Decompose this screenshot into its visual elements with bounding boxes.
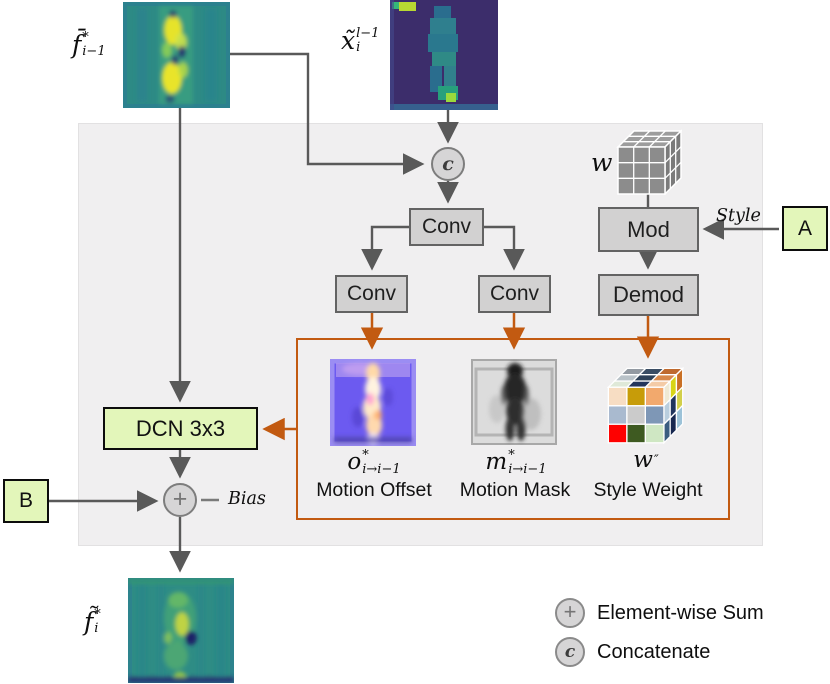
conv-right-box: Conv bbox=[478, 275, 551, 313]
legend-concat-symbol: c bbox=[564, 641, 576, 662]
motion-offset-map bbox=[329, 358, 417, 447]
feature-map-f-out bbox=[128, 578, 234, 683]
math-sub: i bbox=[94, 620, 99, 636]
math-sub: i bbox=[356, 39, 361, 55]
weight-cube-w bbox=[616, 129, 683, 196]
sum-node: + bbox=[163, 483, 197, 517]
caption-style-weight: Style Weight bbox=[593, 479, 703, 501]
style-weight-cube bbox=[606, 366, 685, 445]
legend-sum-label: Element-wise Sum bbox=[597, 602, 764, 624]
math-sup: * bbox=[508, 448, 515, 463]
motion-mask-map bbox=[471, 359, 557, 445]
mod-box: Mod bbox=[598, 207, 699, 252]
input-a-label: A bbox=[797, 216, 812, 240]
input-a-box: A bbox=[782, 206, 828, 251]
math-sub: i→i−1 bbox=[362, 461, 401, 477]
feature-map-x-in bbox=[390, 0, 498, 110]
label-offset: o *i→i−1 bbox=[347, 449, 400, 476]
bias-annotation: Bias bbox=[228, 489, 266, 509]
legend-sum-symbol: + bbox=[563, 599, 577, 624]
motion-params-group bbox=[296, 338, 730, 520]
math-base: w bbox=[591, 148, 613, 177]
demod-box: Demod bbox=[598, 274, 699, 316]
math-base: f̄ bbox=[72, 30, 82, 60]
dcn-label: DCN 3x3 bbox=[135, 415, 226, 441]
conv-left-box: Conv bbox=[335, 275, 408, 313]
label-mask: m *i→i−1 bbox=[485, 449, 546, 476]
math-base: x̃ bbox=[341, 26, 356, 56]
legend-sum-icon: + bbox=[555, 598, 585, 628]
conv-top-box: Conv bbox=[409, 208, 484, 246]
math-base: m bbox=[485, 449, 508, 476]
math-base: w bbox=[633, 447, 653, 473]
concatenate-symbol: c bbox=[442, 152, 454, 175]
math-base: f̃ bbox=[84, 607, 94, 637]
label-f-prev: f̄ *i−1 bbox=[72, 31, 106, 58]
math-sup: * bbox=[82, 30, 89, 45]
style-annotation: Style bbox=[716, 206, 761, 226]
conv-left-label: Conv bbox=[346, 282, 397, 305]
legend-concat-label: Concatenate bbox=[597, 641, 711, 663]
math-sub: i−1 bbox=[82, 43, 106, 59]
caption-motion-offset: Motion Offset bbox=[316, 479, 432, 501]
math-sup: * bbox=[362, 448, 369, 463]
label-w: w bbox=[591, 150, 612, 175]
math-sup: ″ bbox=[653, 452, 659, 468]
demod-label: Demod bbox=[613, 282, 684, 307]
label-f-out: f̃ *i bbox=[84, 608, 101, 635]
conv-right-label: Conv bbox=[489, 282, 540, 305]
input-b-box: B bbox=[3, 479, 49, 523]
legend-concat-icon: c bbox=[555, 637, 585, 667]
conv-top-label: Conv bbox=[421, 215, 472, 238]
mod-label: Mod bbox=[627, 216, 670, 242]
label-style-weight: w ″ bbox=[633, 449, 659, 472]
math-sup: l−1 bbox=[356, 26, 380, 41]
math-sup: * bbox=[94, 607, 101, 622]
input-b-label: B bbox=[18, 489, 33, 512]
caption-motion-mask: Motion Mask bbox=[459, 479, 571, 501]
feature-map-f-prev bbox=[123, 2, 230, 108]
concatenate-node: c bbox=[431, 147, 465, 181]
sum-symbol: + bbox=[172, 484, 188, 513]
math-sub: i→i−1 bbox=[508, 461, 547, 477]
math-base: o bbox=[347, 449, 362, 476]
dcn-box: DCN 3x3 bbox=[103, 407, 258, 450]
